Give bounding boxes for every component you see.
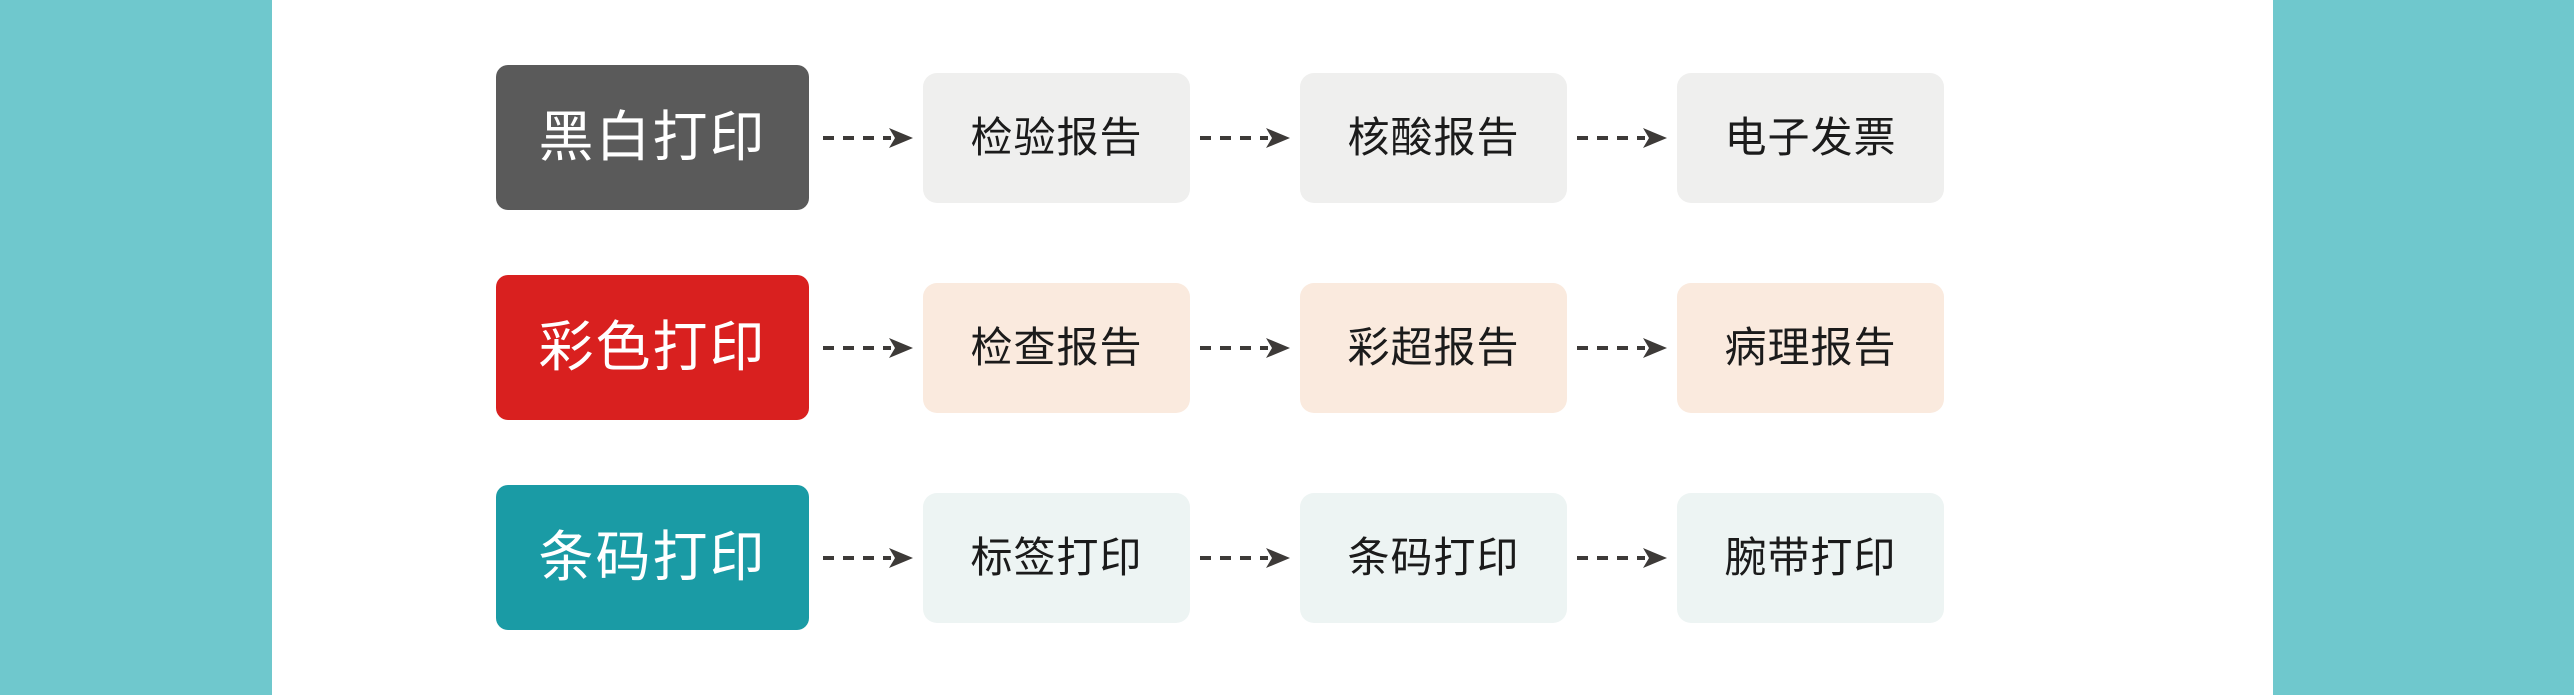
category-pill-row-bw-print[interactable]: 黑白打印 (496, 65, 809, 210)
step-box-row-bw-print-1[interactable]: 核酸报告 (1300, 72, 1567, 203)
step-box-row-bw-print-2[interactable]: 电子发票 (1677, 72, 1944, 203)
category-pill-row-color-print[interactable]: 彩色打印 (496, 275, 809, 420)
flow-row-row-color-print: 彩色打印检查报告彩超报告病理报告 (272, 243, 2273, 453)
flow-row-row-bw-print: 黑白打印检验报告核酸报告电子发票 (272, 33, 2273, 243)
decorative-side-band-left (0, 0, 272, 695)
connector-arrow-row-barcode-print-2 (1577, 546, 1667, 570)
step-box-row-bw-print-0[interactable]: 检验报告 (923, 72, 1190, 203)
step-box-row-color-print-2[interactable]: 病理报告 (1677, 282, 1944, 413)
step-box-row-color-print-0[interactable]: 检查报告 (923, 282, 1190, 413)
connector-arrow-row-color-print-2 (1577, 336, 1667, 360)
connector-arrow-row-color-print-0 (823, 336, 913, 360)
category-pill-row-barcode-print[interactable]: 条码打印 (496, 485, 809, 630)
flow-row-row-barcode-print: 条码打印标签打印条码打印腕带打印 (272, 453, 2273, 663)
step-box-row-barcode-print-2[interactable]: 腕带打印 (1677, 492, 1944, 623)
print-category-flowchart: 黑白打印检验报告核酸报告电子发票彩色打印检查报告彩超报告病理报告条码打印标签打印… (272, 0, 2273, 695)
step-box-row-barcode-print-0[interactable]: 标签打印 (923, 492, 1190, 623)
connector-arrow-row-bw-print-0 (823, 126, 913, 150)
step-box-row-color-print-1[interactable]: 彩超报告 (1300, 282, 1567, 413)
connector-arrow-row-barcode-print-1 (1200, 546, 1290, 570)
step-box-row-barcode-print-1[interactable]: 条码打印 (1300, 492, 1567, 623)
connector-arrow-row-bw-print-2 (1577, 126, 1667, 150)
connector-arrow-row-color-print-1 (1200, 336, 1290, 360)
decorative-side-band-right (2273, 0, 2574, 695)
connector-arrow-row-bw-print-1 (1200, 126, 1290, 150)
connector-arrow-row-barcode-print-0 (823, 546, 913, 570)
